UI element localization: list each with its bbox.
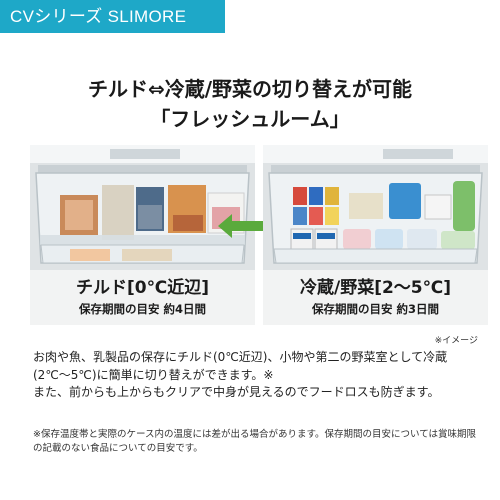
description-paragraph-2: また、前からも上からもクリアで中身が見えるのでフードロスも防ぎます。	[33, 385, 440, 399]
switch-arrow-icon	[218, 214, 282, 238]
headline-line-2: 「フレッシュルーム」	[150, 107, 350, 131]
refrigerated-caption: 冷蔵/野菜[2〜5℃] 保存期間の目安 約3日間	[263, 270, 488, 325]
image-note: ※イメージ	[434, 336, 478, 346]
refrigerated-panel: 冷蔵/野菜[2〜5℃] 保存期間の目安 約3日間	[263, 145, 488, 325]
chilled-caption: チルド[0℃近辺] 保存期間の目安 約4日間	[30, 270, 255, 325]
chilled-storage-days: 保存期間の目安 約4日間	[78, 302, 206, 316]
refrigerated-temp-label: 冷蔵/野菜[2〜5℃]	[300, 278, 451, 298]
chilled-drawer-photo	[30, 145, 255, 270]
description: お肉や魚、乳製品の保存にチルド(0℃近辺)、小物や第二の野菜室として冷蔵(2℃〜…	[33, 349, 478, 402]
description-paragraph-1: お肉や魚、乳製品の保存にチルド(0℃近辺)、小物や第二の野菜室として冷蔵(2℃〜…	[33, 350, 448, 382]
chilled-panel: チルド[0℃近辺] 保存期間の目安 約4日間	[30, 145, 255, 325]
refrigerated-storage-days: 保存期間の目安 約3日間	[311, 302, 439, 316]
headline-line-1: チルド⇔冷蔵/野菜の切り替えが可能	[87, 77, 413, 101]
series-tab: CVシリーズ SLIMORE	[0, 0, 225, 33]
headline: チルド⇔冷蔵/野菜の切り替えが可能 「フレッシュルーム」	[0, 74, 500, 134]
footnote: ※保存温度帯と実際のケース内の温度には差が出る場合があります。保存期間の目安につ…	[33, 429, 477, 454]
refrigerated-drawer-photo	[263, 145, 488, 270]
chilled-temp-label: チルド[0℃近辺]	[76, 278, 209, 298]
